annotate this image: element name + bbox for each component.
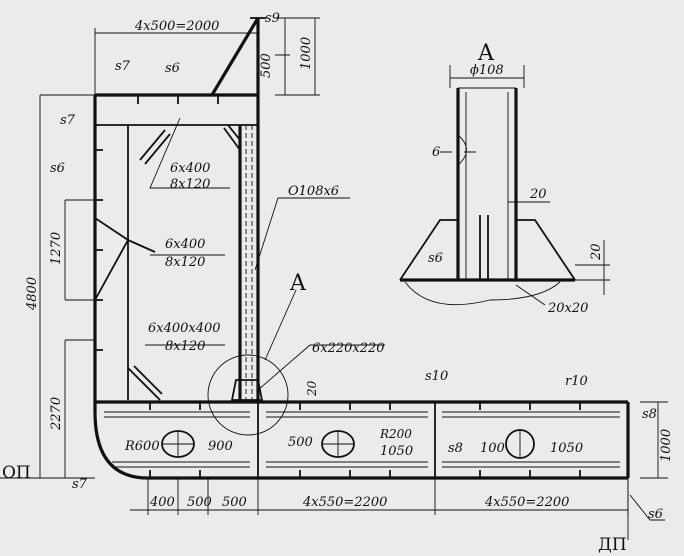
label-s6-right: s6 (648, 507, 663, 522)
dim-400: 400 (149, 495, 175, 510)
hull-section (93, 17, 630, 480)
detail-dim-20-b: 20 (589, 243, 604, 261)
bracket3-bottom: 8x120 (165, 339, 205, 354)
bracket3-top: 6x400x400 (148, 321, 221, 336)
label-op: ОП (2, 463, 31, 483)
detail-title: A (477, 41, 495, 66)
text-labels: 4x500=2000 s9 500 1000 s7 s6 s7 s6 6x400… (2, 11, 674, 555)
label-s8-right: s8 (642, 407, 657, 422)
dim-1050-2: 1050 (550, 441, 583, 456)
bracket1-top: 6x400 (170, 161, 210, 176)
label-s7-bottom: s7 (72, 477, 88, 492)
dim-500-top: 500 (259, 53, 274, 78)
label-s7-left: s7 (60, 113, 76, 128)
top-dimension: 4x500=2000 (134, 19, 219, 34)
dim-500-b1: 500 (187, 495, 212, 510)
label-s8-mid: s8 (448, 441, 463, 456)
callout-a-letter: A (289, 271, 307, 296)
label-r600: R600 (124, 439, 160, 454)
plate-220-label: 6x220x220 (312, 341, 385, 356)
detail-a (399, 65, 610, 306)
label-s6-top: s6 (165, 61, 180, 76)
pipe-label: O108x6 (288, 184, 339, 199)
dim-1050-1: 1050 (380, 444, 413, 459)
dim-900: 900 (208, 439, 233, 454)
detail-diameter: ϕ108 (470, 63, 504, 78)
dim-1000-right: 1000 (659, 429, 674, 462)
label-s9: s9 (265, 11, 280, 26)
dim-500-b2: 500 (222, 495, 247, 510)
callout-a (145, 117, 385, 436)
label-s7-top: s7 (115, 59, 131, 74)
label-s10: s10 (425, 369, 448, 384)
label-dp: ДП (598, 535, 627, 555)
dim-4800: 4800 (25, 277, 40, 311)
bracket1-bottom: 8x120 (170, 177, 210, 192)
bracket2-bottom: 8x120 (165, 255, 205, 270)
bottom-dimension-2: 4x550=2200 (484, 495, 569, 510)
bottom-dimension-1: 4x550=2200 (302, 495, 387, 510)
bracket2-top: 6x400 (165, 237, 205, 252)
label-s6-left: s6 (50, 161, 65, 176)
detail-s6: s6 (428, 251, 443, 266)
dim-1000-top: 1000 (299, 37, 314, 70)
dim-2270: 2270 (49, 397, 64, 431)
detail-dim-20-a: 20 (529, 187, 547, 202)
dim-1270: 1270 (49, 232, 64, 265)
dim-500-mid: 500 (288, 435, 313, 450)
dim-100: 100 (480, 441, 505, 456)
dim-20-mid: 20 (305, 380, 319, 397)
detail-thickness-6: 6 (432, 145, 440, 160)
detail-weld: 20x20 (547, 301, 588, 316)
label-r200: R200 (379, 427, 412, 441)
dimension-lines (0, 17, 668, 540)
label-r10: r10 (565, 374, 588, 389)
